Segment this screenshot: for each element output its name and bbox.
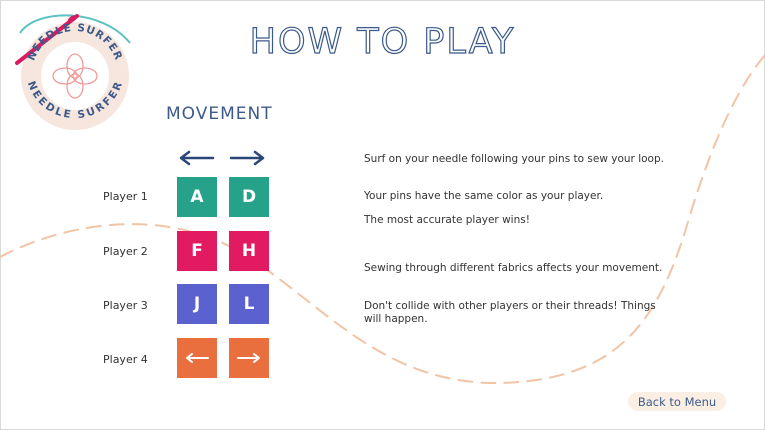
player-1-left-key: A	[177, 177, 217, 217]
player-3-label: Player 3	[103, 299, 148, 312]
player-1-label: Player 1	[103, 190, 148, 203]
arrow-right-icon	[237, 353, 260, 363]
instruction-pin-color: Your pins have the same color as your pl…	[364, 190, 604, 202]
player-2-left-key: F	[177, 231, 217, 271]
instruction-sew-loop: Surf on your needle following your pins …	[364, 153, 664, 165]
player-4-label: Player 4	[103, 353, 148, 366]
player-4-right-key	[229, 338, 269, 378]
player-3-left-key: J	[177, 284, 217, 324]
instruction-fabrics: Sewing through different fabrics affects…	[364, 262, 663, 274]
player-2-label: Player 2	[103, 245, 148, 258]
back-to-menu-button[interactable]: Back to Menu	[628, 392, 726, 411]
arrow-left-icon	[186, 353, 209, 363]
page-title: HOW TO PLAY	[249, 21, 516, 62]
player-3-right-key: L	[229, 284, 269, 324]
movement-heading: MOVEMENT	[166, 104, 273, 124]
instruction-accuracy: The most accurate player wins!	[364, 214, 530, 226]
arrow-left-icon	[179, 150, 215, 166]
player-1-right-key: D	[229, 177, 269, 217]
needle-surfer-logo: NEEDLE SURFER NEEDLE SURFER	[15, 14, 131, 130]
instruction-collision: Don't collide with other players or thei…	[364, 300, 656, 325]
player-4-left-key	[177, 338, 217, 378]
player-2-right-key: H	[229, 231, 269, 271]
arrow-right-icon	[229, 150, 265, 166]
